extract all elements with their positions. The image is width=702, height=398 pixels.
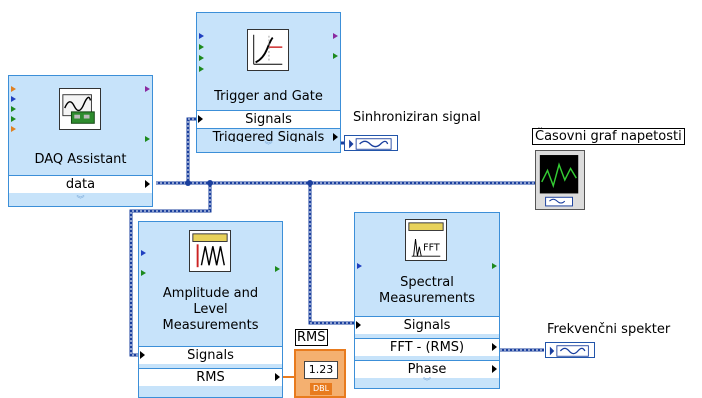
spectral-expander-handle[interactable]: ︾ <box>355 378 499 388</box>
spectrum-indicator[interactable] <box>545 342 595 358</box>
waveform-icon <box>349 138 392 150</box>
daq-assistant-title: DAQ Assistant <box>34 152 127 167</box>
rms-value-display: 1.23 <box>304 361 338 379</box>
amplitude-level-node[interactable]: Amplitude and Level Measurements Signals… <box>138 221 283 398</box>
spectral-signals-terminal[interactable]: Signals <box>355 316 499 334</box>
trigger-and-gate-node[interactable]: Trigger and Gate Signals Triggered Signa… <box>196 12 341 153</box>
wire-daq-to-spectral <box>308 183 356 325</box>
svg-text:FFT: FFT <box>423 242 440 253</box>
spectrum-label: Frekvenčni spekter <box>547 322 671 337</box>
daq-assistant-node[interactable]: DAQ Assistant data ︾ <box>8 75 153 207</box>
trigger-signals-terminal[interactable]: Signals <box>197 110 340 128</box>
daq-assistant-icon <box>59 88 101 130</box>
amplitude-level-icon <box>189 230 231 272</box>
graph-icon <box>539 155 579 207</box>
waveform-icon <box>549 345 589 357</box>
trigger-gate-title: Trigger and Gate <box>214 89 323 104</box>
daq-data-terminal[interactable]: data <box>9 175 152 193</box>
time-graph-indicator[interactable] <box>535 150 585 210</box>
amplitude-rms-terminal[interactable]: RMS <box>139 368 282 386</box>
trigger-gate-icon <box>247 29 289 71</box>
spectral-measurements-node[interactable]: FFT Spectral Measurements Signals FFT - … <box>354 212 500 389</box>
trigger-triggered-signals-terminal[interactable]: Triggered Signals <box>197 128 340 146</box>
trigger-expander-handle[interactable]: ︾ <box>197 142 340 152</box>
sync-signal-label: Sinhroniziran signal <box>353 110 481 125</box>
amplitude-level-title: Amplitude and Level Measurements <box>162 286 259 333</box>
spectral-phase-terminal[interactable]: Phase <box>355 360 499 378</box>
rms-label: RMS <box>295 329 328 346</box>
spectral-title: Spectral Measurements <box>378 275 476 306</box>
time-graph-label: Časovni graf napetosti <box>532 128 685 145</box>
rms-numeric-indicator[interactable]: 1.23 DBL <box>294 349 346 398</box>
spectral-fft-rms-terminal[interactable]: FFT - (RMS) <box>355 338 499 356</box>
sync-signal-indicator[interactable] <box>344 135 398 151</box>
spectral-measurements-icon: FFT <box>405 219 447 261</box>
amplitude-signals-terminal[interactable]: Signals <box>139 346 282 364</box>
daq-expander-handle[interactable]: ︾ <box>9 196 152 206</box>
rms-type-badge: DBL <box>310 383 332 395</box>
